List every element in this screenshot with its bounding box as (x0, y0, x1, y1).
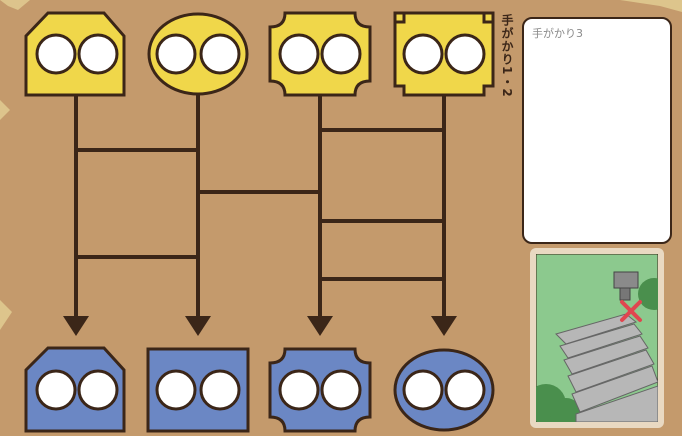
top-shape-1[interactable] (24, 11, 126, 97)
top-shape-4[interactable] (393, 11, 495, 97)
slot-circle (278, 33, 320, 75)
arrow-down-icon (307, 316, 333, 336)
clue-3-title: 手がかり3 (532, 27, 583, 40)
arrow-down-icon (63, 316, 89, 336)
ladder-rungs (76, 128, 444, 281)
slot-circle (320, 33, 362, 75)
slot-circle (199, 33, 241, 75)
slot-circle (402, 33, 444, 75)
arrow-down-icon (431, 316, 457, 336)
slot-circle (199, 369, 241, 411)
top-shape-2[interactable] (147, 12, 249, 96)
slot-circle (35, 369, 77, 411)
slot-circle (77, 369, 119, 411)
slot-circle (402, 369, 444, 411)
bottom-shape-1[interactable] (24, 346, 126, 433)
slot-circle (444, 369, 486, 411)
red-x-mark-icon (620, 300, 642, 322)
stairs-with-crossed-out-sign-photo (536, 254, 658, 422)
photo-card[interactable] (530, 248, 664, 428)
bottom-shape-4[interactable] (393, 348, 495, 432)
slot-circle (155, 33, 197, 75)
slot-circle (320, 369, 362, 411)
clue-3-panel: 手がかり3 (522, 17, 672, 244)
top-shape-3[interactable] (268, 11, 372, 97)
clue-1-2-label: 手がかり1・2 (500, 14, 514, 98)
vertical-lines (74, 78, 446, 318)
arrow-down-icon (185, 316, 211, 336)
bottom-shape-3[interactable] (268, 347, 372, 433)
slot-circle (35, 33, 77, 75)
slot-circle (77, 33, 119, 75)
bottom-shape-2[interactable] (146, 347, 250, 433)
arrowheads (63, 316, 457, 336)
slot-circle (278, 369, 320, 411)
slot-circle (444, 33, 486, 75)
sign-icon (613, 271, 639, 301)
grass-decoration (0, 0, 682, 330)
slot-circle (155, 369, 197, 411)
